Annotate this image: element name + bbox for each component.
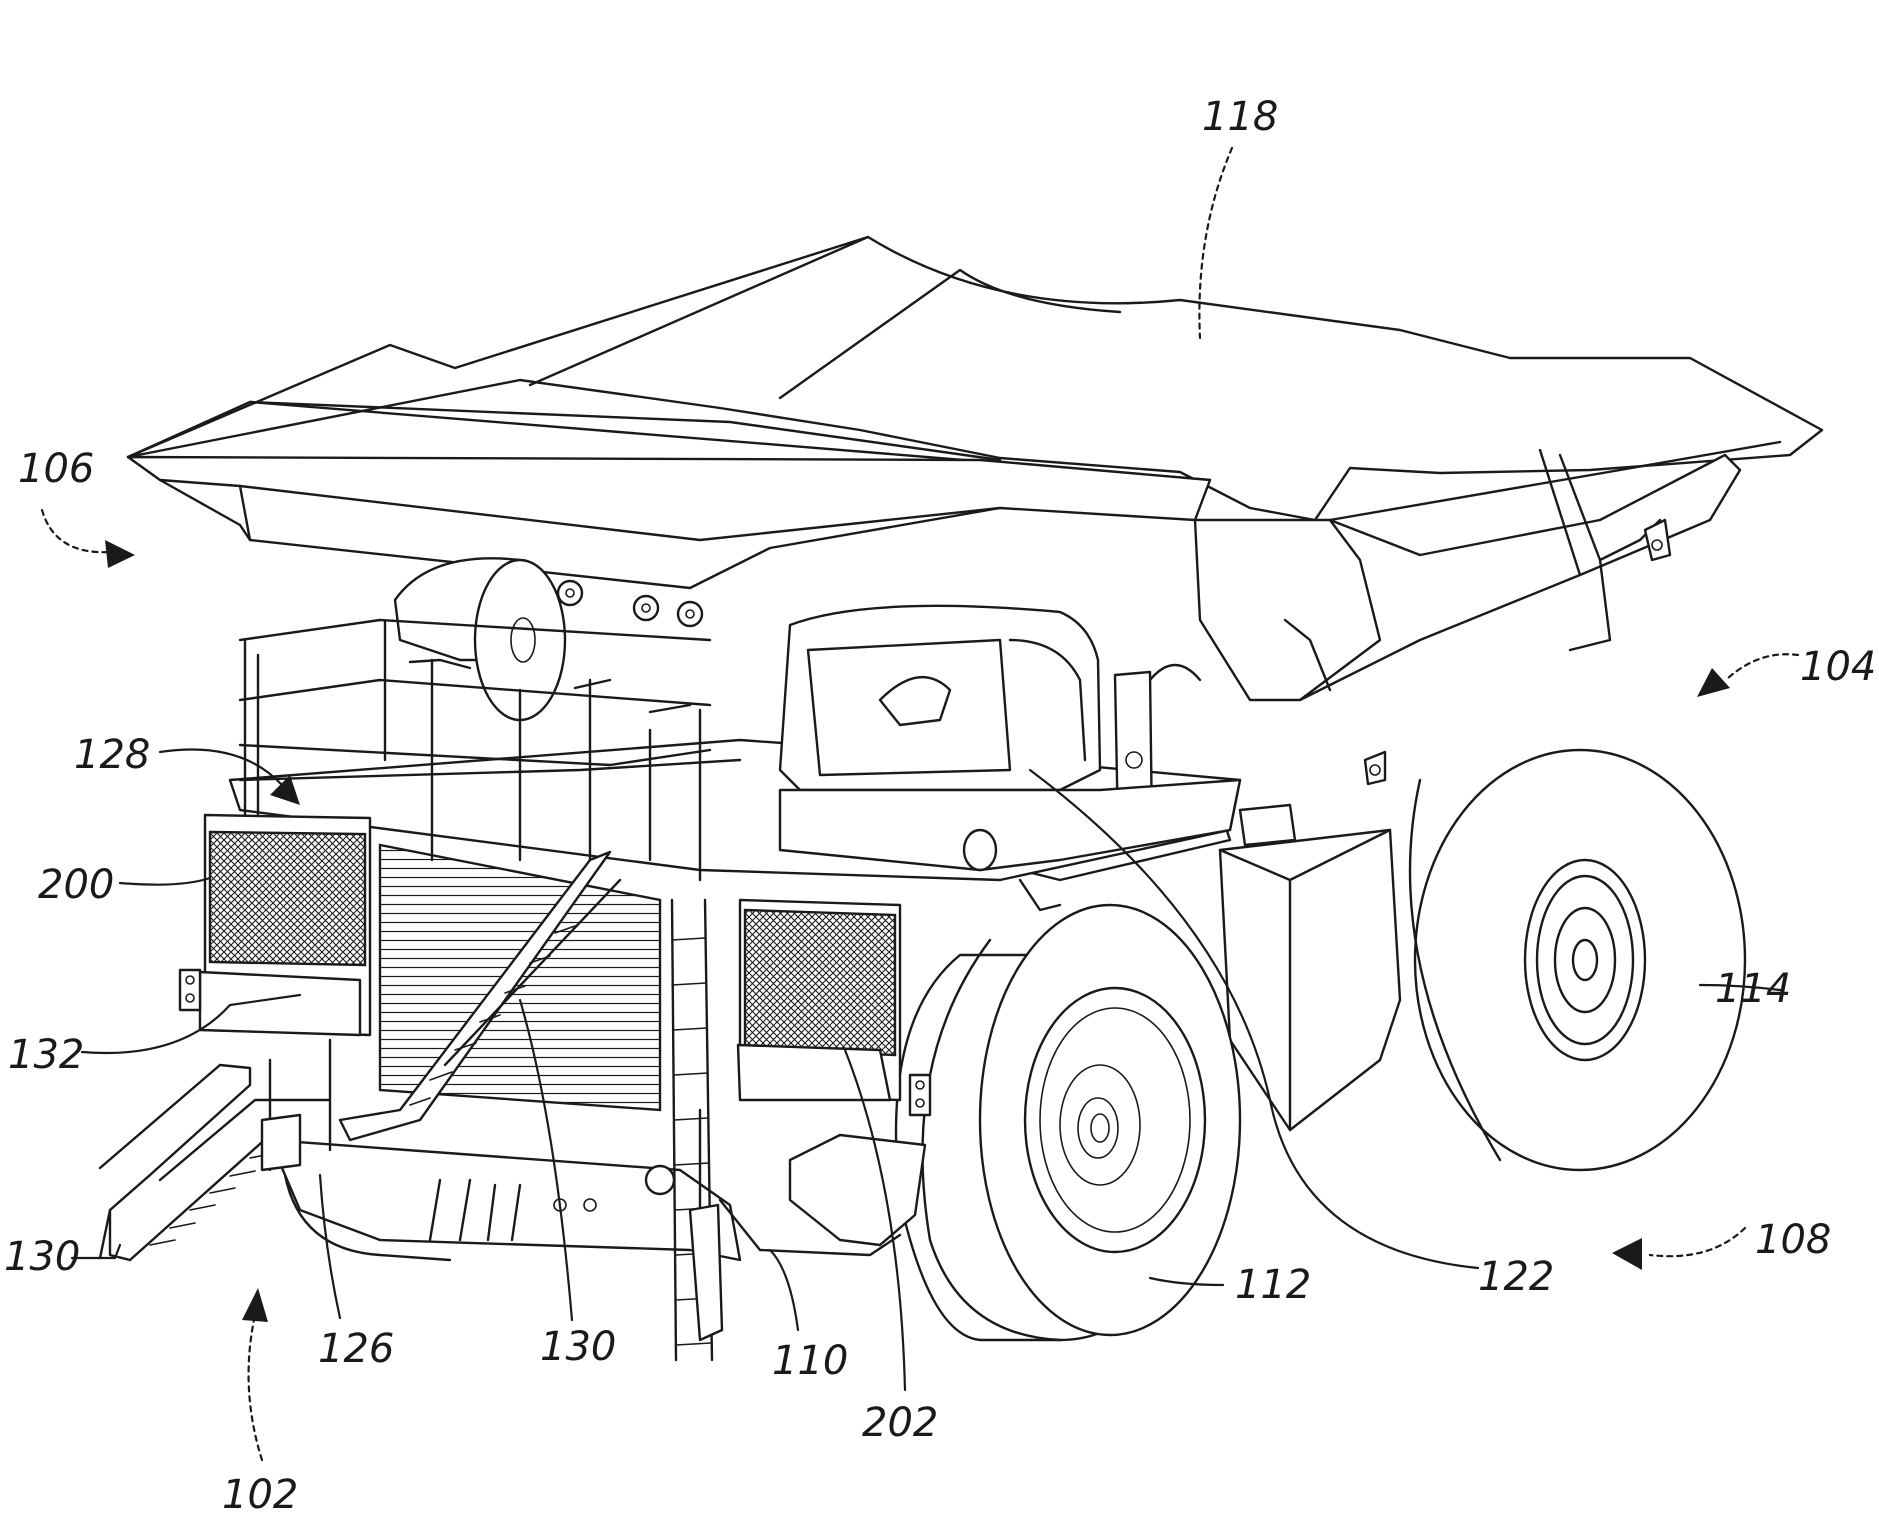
label-108: 108 — [1755, 1217, 1831, 1263]
label-200: 200 — [38, 862, 114, 908]
label-104: 104 — [1800, 644, 1876, 690]
arrow-106-head — [105, 540, 135, 568]
label-130-center: 130 — [540, 1324, 616, 1370]
leader-110 — [770, 1250, 798, 1330]
arrow-104-head — [1697, 668, 1730, 697]
label-128: 128 — [74, 732, 150, 778]
arrow-102-head — [242, 1288, 268, 1322]
label-110: 110 — [772, 1338, 848, 1384]
leader-108 — [1650, 1228, 1745, 1256]
label-106: 106 — [18, 446, 94, 492]
label-132: 132 — [8, 1032, 84, 1078]
arrow-108-head — [1612, 1238, 1642, 1270]
label-126: 126 — [318, 1326, 394, 1372]
leader-200 — [120, 878, 210, 885]
leader-104 — [1728, 654, 1798, 678]
label-114: 114 — [1715, 966, 1791, 1012]
label-202: 202 — [862, 1400, 938, 1446]
label-122: 122 — [1478, 1254, 1554, 1300]
rear-wheel-114 — [1410, 750, 1745, 1170]
leader-102 — [249, 1320, 262, 1460]
label-118: 118 — [1202, 94, 1278, 140]
label-102: 102 — [222, 1472, 298, 1518]
label-130-left: 130 — [4, 1234, 80, 1280]
front-end — [100, 815, 930, 1360]
label-112: 112 — [1235, 1262, 1311, 1308]
leader-106 — [42, 510, 110, 552]
front-wheel-112 — [896, 905, 1240, 1340]
